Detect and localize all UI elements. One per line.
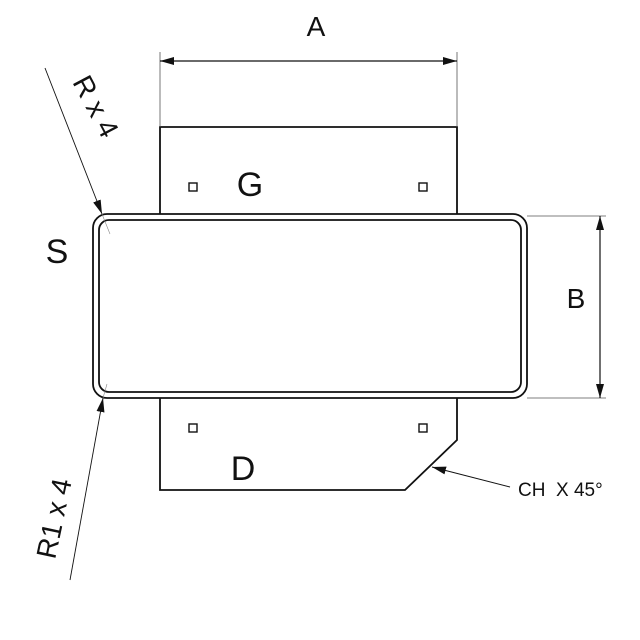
inner-radius-label: R1 x 4 bbox=[31, 476, 78, 562]
dim-a-label: A bbox=[307, 11, 326, 42]
outer-radius-label: R x 4 bbox=[67, 70, 125, 142]
bottom-flap bbox=[159, 396, 458, 491]
side-label: S bbox=[46, 233, 69, 271]
chamfer-leader bbox=[431, 466, 511, 488]
bottom-flap-label: D bbox=[231, 450, 256, 488]
top-flap bbox=[159, 126, 458, 219]
body-outer bbox=[92, 213, 528, 399]
dimension-a bbox=[159, 52, 458, 127]
top-flap-label: G bbox=[237, 166, 263, 204]
hole bbox=[188, 182, 198, 192]
inner-radius-leader bbox=[69, 397, 105, 581]
body-inner bbox=[98, 219, 522, 393]
chamfer-label: CH X 45° bbox=[518, 480, 603, 501]
outer-radius-leader bbox=[44, 67, 103, 215]
hole bbox=[188, 423, 198, 433]
dimension-b bbox=[527, 215, 606, 399]
dim-b-label: B bbox=[567, 283, 586, 314]
hole bbox=[418, 423, 428, 433]
hole bbox=[418, 182, 428, 192]
